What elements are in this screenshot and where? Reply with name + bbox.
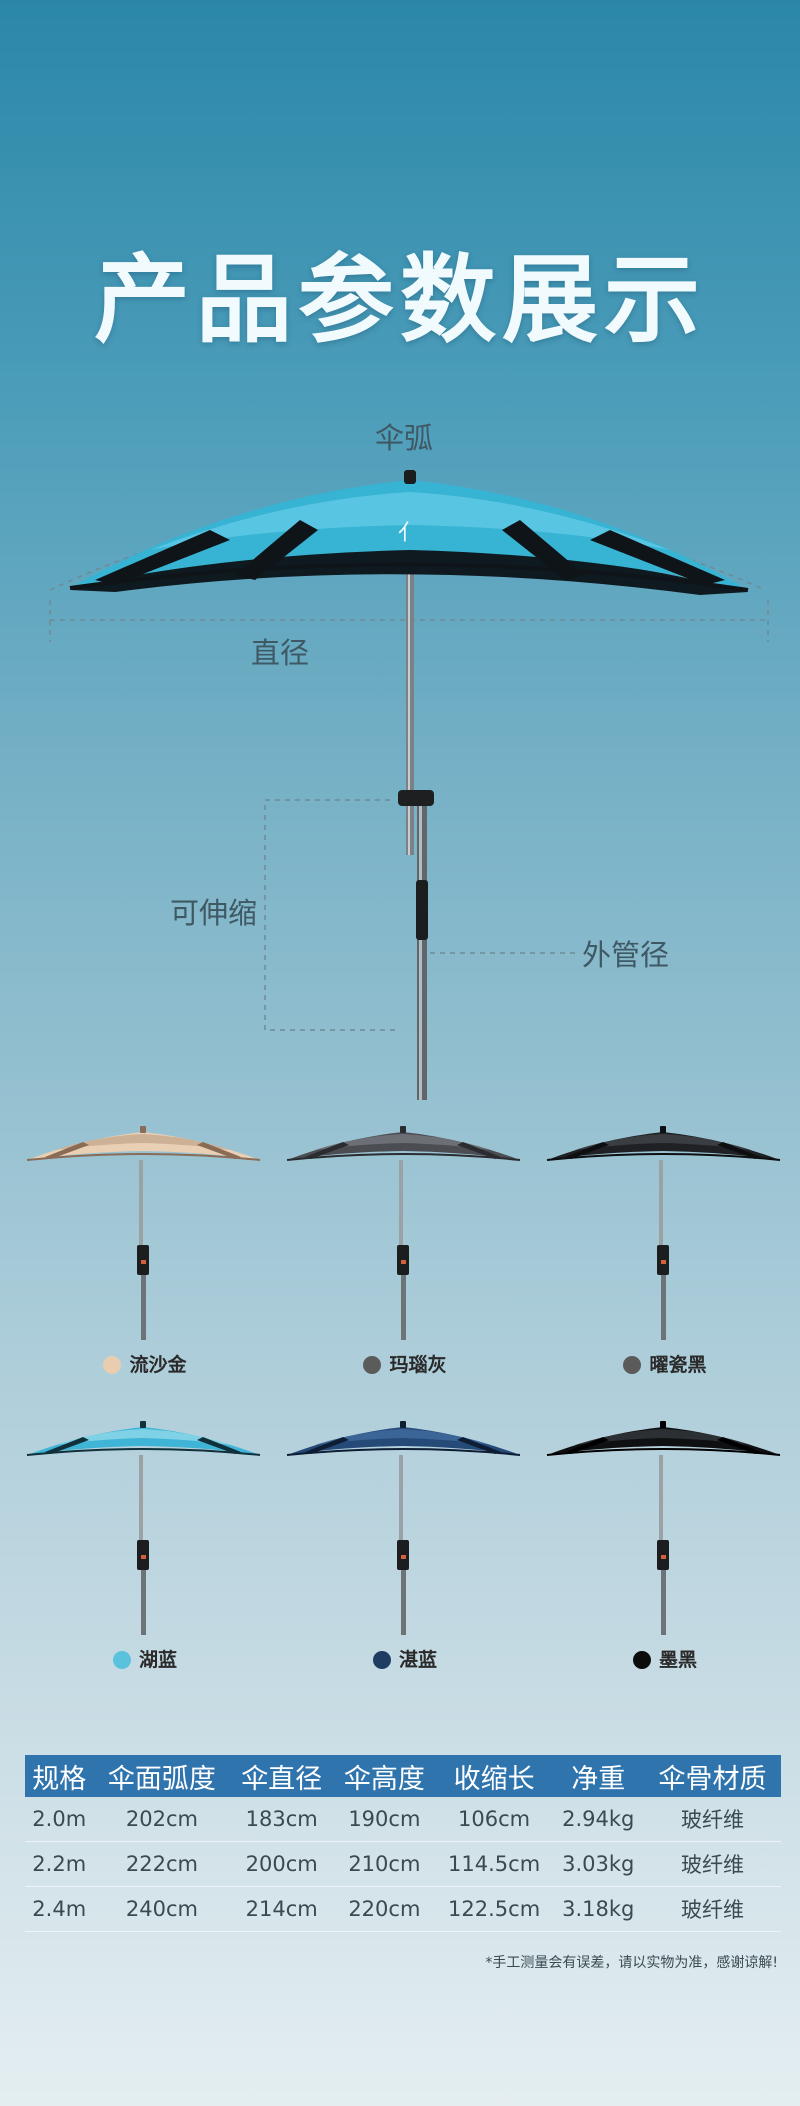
umbrella-thumbnail xyxy=(26,1421,261,1635)
color-variant-label-row: 玛瑙灰 xyxy=(275,1350,535,1377)
color-swatch-dot xyxy=(363,1356,382,1374)
table-cell: 190cm xyxy=(333,1797,436,1842)
header-diameter: 伞直径 xyxy=(230,1755,334,1797)
table-cell: 210cm xyxy=(333,1841,436,1887)
table-cell: 玻纤维 xyxy=(644,1841,781,1887)
spec-table-header-row: 规格 伞面弧度 伞直径 伞高度 收缩长 净重 伞骨材质 xyxy=(25,1755,781,1797)
table-cell: 114.5cm xyxy=(435,1841,553,1887)
table-cell: 3.03kg xyxy=(552,1841,645,1887)
telescopic-dimension-line xyxy=(264,799,395,1031)
color-swatch-dot xyxy=(112,1651,131,1669)
color-variant-card[interactable]: 流沙金 xyxy=(15,1120,275,1400)
header-folded-length: 收缩长 xyxy=(435,1755,553,1797)
umbrella-top-cap xyxy=(404,470,416,484)
header-height: 伞高度 xyxy=(333,1755,436,1797)
color-swatch-dot xyxy=(623,1356,642,1374)
brand-logo-mark: ⺅ xyxy=(398,521,420,546)
table-cell: 240cm xyxy=(93,1886,231,1932)
hero-umbrella-illustration: ⺅ xyxy=(49,470,769,1100)
color-swatch-dot xyxy=(103,1356,122,1374)
header-rib-material: 伞骨材质 xyxy=(644,1755,781,1797)
color-swatch-dot xyxy=(632,1651,651,1669)
color-variant-card[interactable]: 玛瑙灰 xyxy=(275,1120,535,1400)
table-cell: 214cm xyxy=(230,1886,334,1932)
diameter-label: 直径 xyxy=(251,636,310,670)
color-variant-card[interactable]: 曜瓷黑 xyxy=(535,1120,795,1400)
color-variant-label-row: 湛蓝 xyxy=(275,1645,535,1672)
umbrella-grip xyxy=(416,880,428,940)
umbrella-thumbnail xyxy=(546,1421,781,1635)
color-variant-card[interactable]: 湛蓝 xyxy=(275,1415,535,1695)
color-name-label: 玛瑙灰 xyxy=(389,1354,447,1376)
header-net-weight: 净重 xyxy=(552,1755,645,1797)
umbrella-canopy xyxy=(70,480,748,590)
outer-tube-label: 外管径 xyxy=(582,938,670,972)
table-cell: 202cm xyxy=(93,1797,231,1842)
table-cell: 玻纤维 xyxy=(644,1797,781,1842)
page-title: 产品参数展示 xyxy=(94,244,706,356)
table-cell: 2.4m xyxy=(25,1886,94,1932)
color-variant-label-row: 墨黑 xyxy=(535,1645,795,1672)
color-variant-label-row: 流沙金 xyxy=(15,1350,275,1377)
table-cell: 2.0m xyxy=(25,1797,94,1842)
umbrella-thumbnail xyxy=(286,1126,521,1340)
umbrella-thumbnail xyxy=(546,1126,781,1340)
color-swatch-dot xyxy=(372,1651,391,1669)
color-name-label: 流沙金 xyxy=(129,1354,187,1376)
diameter-dimension-line xyxy=(49,600,769,642)
table-cell: 200cm xyxy=(230,1841,334,1887)
table-cell: 106cm xyxy=(435,1797,553,1842)
table-cell: 122.5cm xyxy=(435,1886,553,1932)
table-cell: 玻纤维 xyxy=(644,1886,781,1932)
umbrella-clamp xyxy=(398,790,434,806)
table-row: 2.0m 202cm 183cm 190cm 106cm 2.94kg 玻纤维 xyxy=(25,1797,781,1842)
header-canopy-arc: 伞面弧度 xyxy=(93,1755,231,1797)
umbrella-thumbnail xyxy=(26,1126,261,1340)
measurement-disclaimer: *手工测量会有误差，请以实物为准，感谢谅解! xyxy=(485,1955,778,1971)
header-spec: 规格 xyxy=(25,1755,94,1797)
umbrella-thumbnail xyxy=(286,1421,521,1635)
color-variant-card[interactable]: 湖蓝 xyxy=(15,1415,275,1695)
color-name-label: 墨黑 xyxy=(658,1649,697,1671)
telescopic-label: 可伸缩 xyxy=(170,896,258,930)
spec-table: 规格 伞面弧度 伞直径 伞高度 收缩长 净重 伞骨材质 2.0m 202cm 1… xyxy=(25,1755,781,1932)
color-name-label: 湖蓝 xyxy=(138,1649,177,1671)
color-variant-label-row: 湖蓝 xyxy=(15,1645,275,1672)
table-row: 2.2m 222cm 200cm 210cm 114.5cm 3.03kg 玻纤… xyxy=(25,1841,781,1887)
table-cell: 220cm xyxy=(333,1886,436,1932)
table-cell: 3.18kg xyxy=(552,1886,645,1932)
table-cell: 2.2m xyxy=(25,1841,94,1887)
color-variant-card[interactable]: 墨黑 xyxy=(535,1415,795,1695)
color-name-label: 湛蓝 xyxy=(398,1649,437,1671)
table-row: 2.4m 240cm 214cm 220cm 122.5cm 3.18kg 玻纤… xyxy=(25,1886,781,1932)
table-cell: 2.94kg xyxy=(552,1797,645,1842)
color-variant-label-row: 曜瓷黑 xyxy=(535,1350,795,1377)
arc-label: 伞弧 xyxy=(375,421,434,455)
color-name-label: 曜瓷黑 xyxy=(649,1354,707,1376)
table-cell: 183cm xyxy=(230,1797,334,1842)
table-cell: 222cm xyxy=(93,1841,231,1887)
